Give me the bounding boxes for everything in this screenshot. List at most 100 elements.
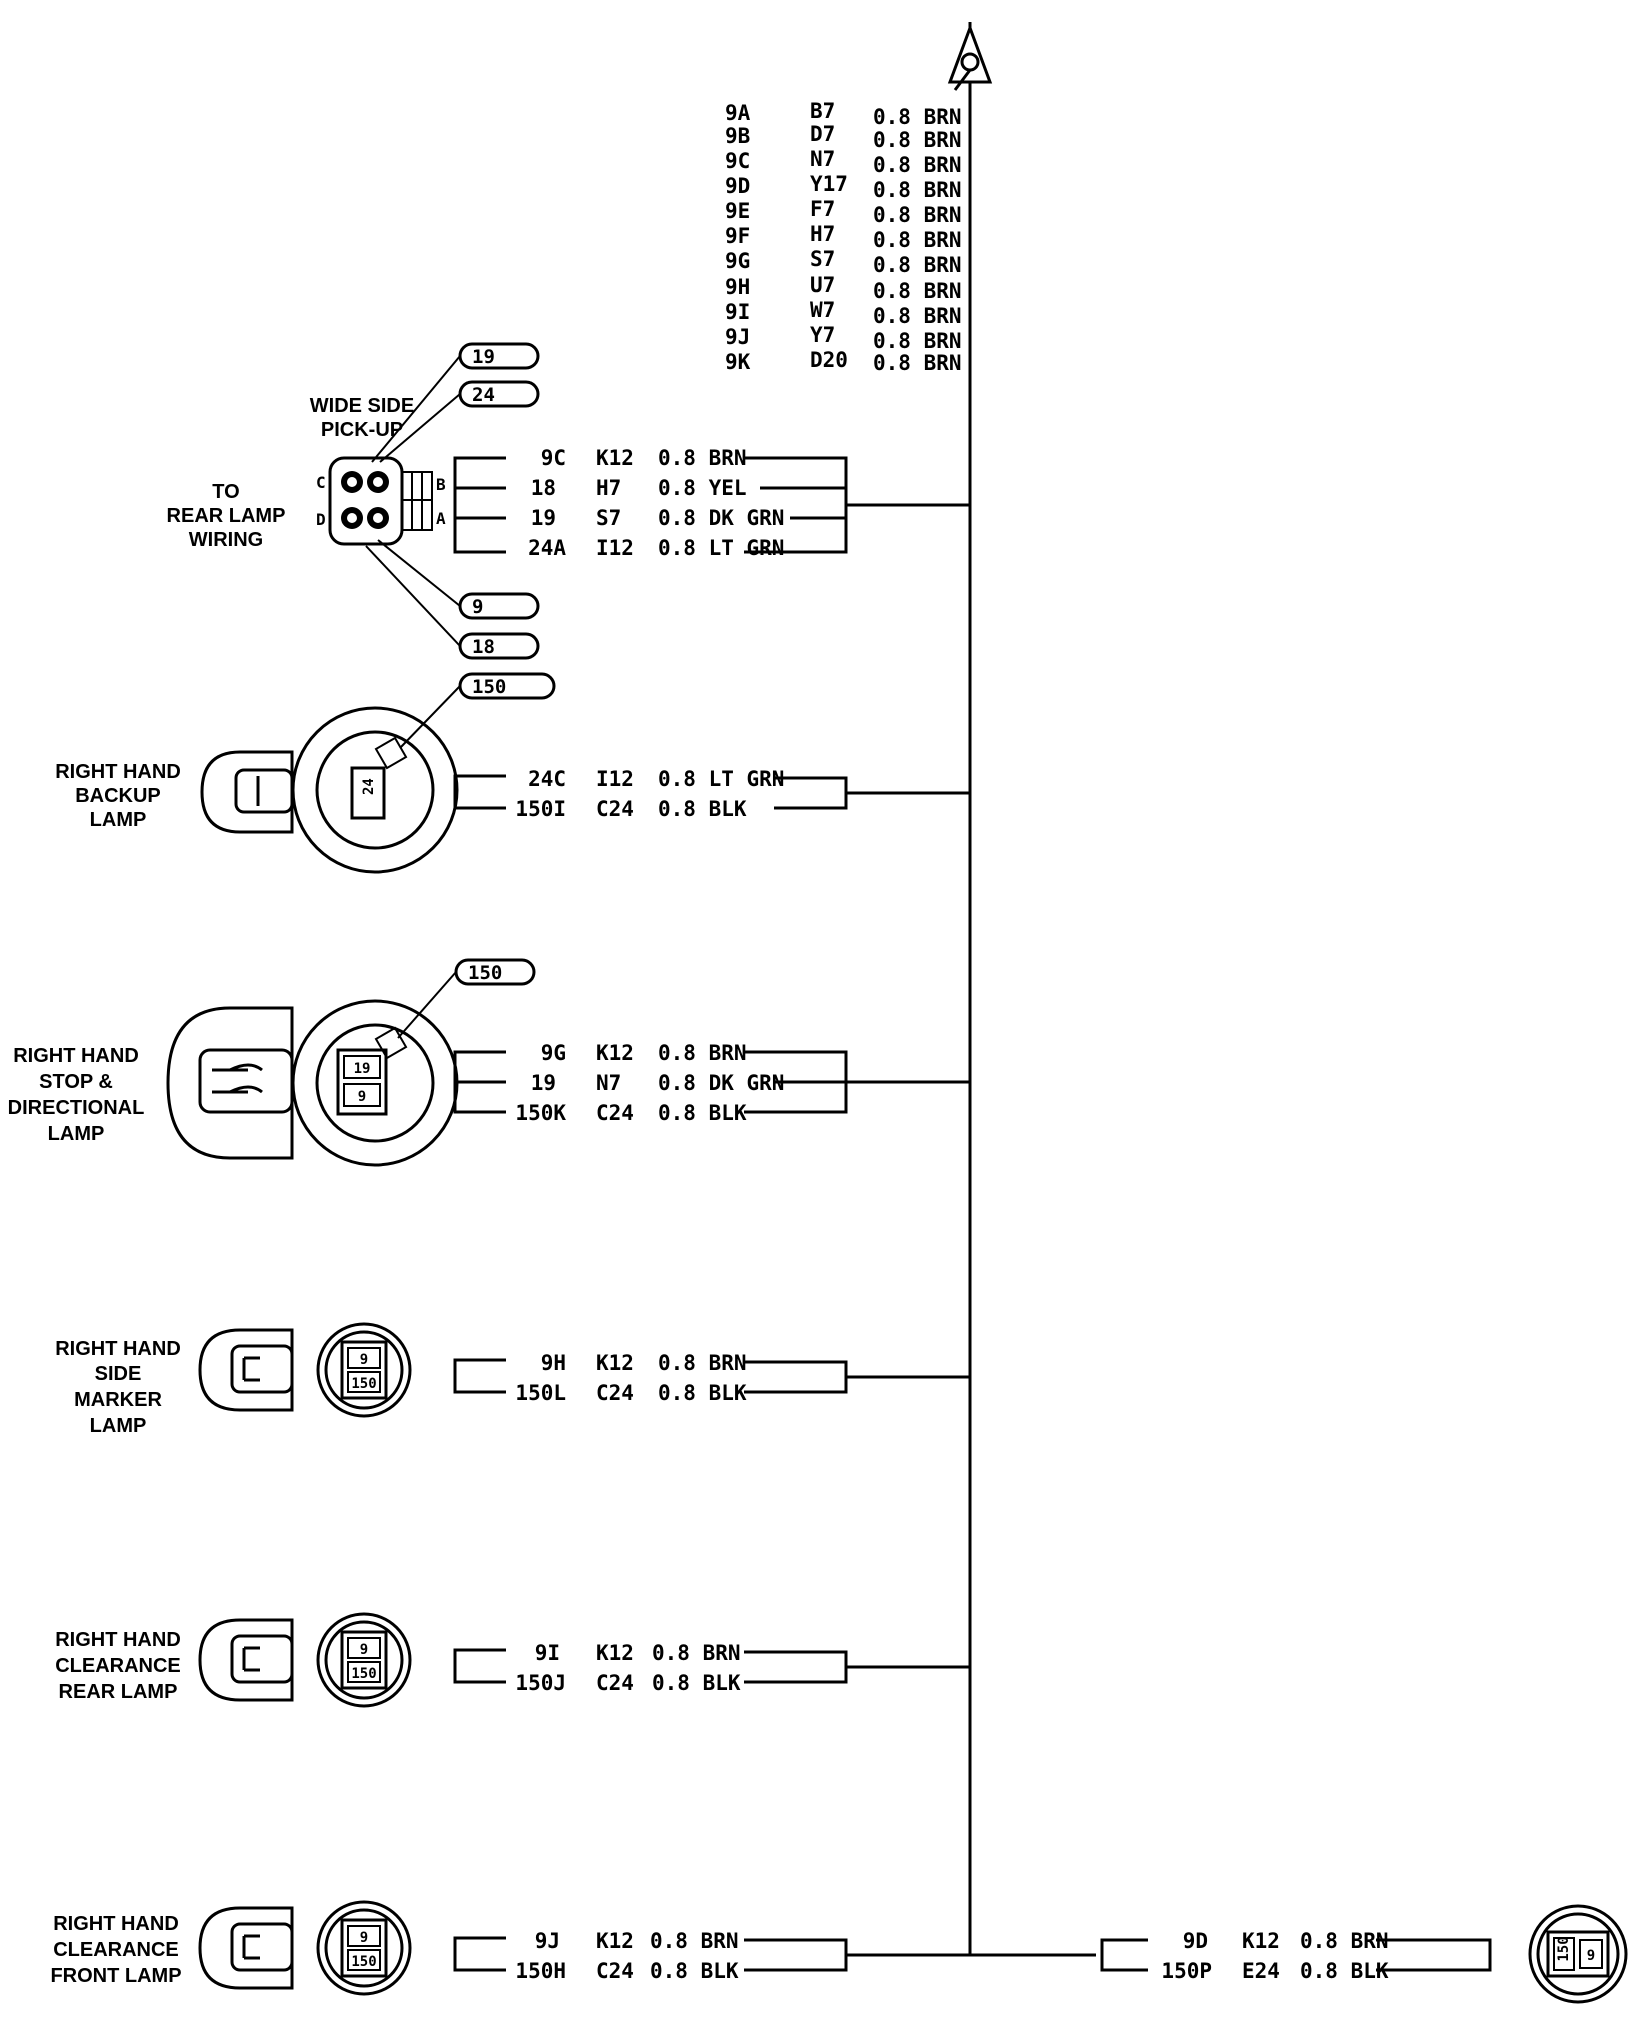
splice-cavity: U7 [810,273,835,297]
circuit-tag-label: 19 [472,346,495,368]
circuit-tag-label: 9 [472,596,483,618]
rear-lamp-connector: C D B A [316,456,446,546]
pin-label: 150 [1556,1936,1572,1961]
backup-plug-icon [200,750,294,834]
wire-spec: 0.8 BRN [658,1041,747,1065]
stop-lamp-title: DIRECTIONAL [8,1097,145,1119]
clearance-rear-title: REAR LAMP [59,1681,178,1703]
wire-cavity: I12 [596,536,634,560]
wire-spec: 0.8 BLK [652,1671,741,1695]
splice-wire: 0.8 BRN [873,351,962,375]
clearance-front-title: RIGHT HAND [53,1913,179,1935]
pin-label: 150 [351,1954,376,1970]
wire-circuit: 24C [528,767,566,791]
circuit-tag-label: 24 [472,384,495,406]
wire-cavity: K12 [596,1041,634,1065]
circuit-tag-label: 150 [468,962,502,984]
clearance-front-title: FRONT LAMP [50,1965,181,1987]
circuit-tag: 150 [454,958,536,986]
stop-socket-icon: 19 9 [291,999,459,1167]
backup-lamp-title: BACKUP [75,785,161,807]
wire-cavity: K12 [1242,1929,1280,1953]
wire-spec: 0.8 BLK [658,797,747,821]
splice-circuit: 9H [725,275,750,299]
pin-label: 9 [360,1352,368,1368]
splice-wire: 0.8 BRN [873,228,962,252]
wire-spec: 0.8 BRN [1300,1929,1389,1953]
wire-circuit: 150L [515,1381,566,1405]
rear-lamp-subtitle: PICK-UP [321,419,403,441]
backup-socket-icon: 24 [291,706,459,874]
side-marker-title: RIGHT HAND [55,1338,181,1360]
wire-circuit: 9G [541,1041,566,1065]
circuit-tag-label: 18 [472,636,495,658]
wire-circuit: 9D [1183,1929,1208,1953]
pin-label: 9 [360,1642,368,1658]
clearance-rear-socket-icon: 9 150 [316,1612,412,1708]
wire-circuit: 9J [535,1929,560,1953]
splice-circuit: 9E [725,199,750,223]
stop-plug-icon [166,1006,294,1160]
splice-cavity: B7 [810,99,835,123]
clearance-front-title: CLEARANCE [53,1939,179,1961]
splice-cavity: Y17 [810,172,848,196]
splice-circuit: 9C [725,149,750,173]
pin-label: A [436,509,446,528]
splice-wire: 0.8 BRN [873,153,962,177]
wire-cavity: C24 [596,797,634,821]
side-marker-title: LAMP [90,1415,147,1437]
backup-lamp-title: RIGHT HAND [55,761,181,783]
splice-circuit: 9I [725,300,750,324]
side-marker-title: SIDE [95,1363,142,1385]
wire-cavity: K12 [596,1351,634,1375]
wire-circuit: 150K [515,1101,566,1125]
wire-cavity: H7 [596,476,621,500]
wire-spec: 0.8 LT GRN [658,536,784,560]
rear-lamp-subtitle: WIDE SIDE [310,395,414,417]
splice-cavity: F7 [810,197,835,221]
circuit-tag: 19 [458,342,540,370]
backup-lamp-section: RIGHT HAND BACKUP LAMP 24 150 24C I12 0.… [55,672,970,874]
wire-cavity: C24 [596,1381,634,1405]
splice-wire: 0.8 BRN [873,253,962,277]
wire-circuit: 150I [515,797,566,821]
clearance-rear-plug-icon [198,1618,294,1702]
splice-dot-icon [960,52,980,72]
pin-label: 19 [354,1061,371,1077]
splice-cavity: Y7 [810,323,835,347]
wire-cavity: K12 [596,446,634,470]
wire-spec: 0.8 BRN [652,1641,741,1665]
splice-wire: 0.8 BRN [873,105,962,129]
wire-circuit: 19 [531,506,556,530]
splice-wire: 0.8 BRN [873,329,962,353]
stop-lamp-section: RIGHT HAND STOP & DIRECTIONAL LAMP 19 9 … [8,958,970,1167]
pin-label: 9 [360,1930,368,1946]
side-marker-section: RIGHT HAND SIDE MARKER LAMP 9 150 9H K12… [55,1322,970,1437]
right-connector-socket-icon: 150 9 [1528,1904,1628,2004]
pin-label: 24 [361,778,377,795]
wire-cavity: C24 [596,1101,634,1125]
splice-cavity: S7 [810,247,835,271]
stop-lamp-title: LAMP [48,1123,105,1145]
wire-spec: 0.8 LT GRN [658,767,784,791]
wire-spec: 0.8 BLK [1300,1959,1389,1983]
wire-cavity: I12 [596,767,634,791]
rear-lamp-section: TO REAR LAMP WIRING WIDE SIDE PICK-UP C … [167,342,970,660]
splice-wire: 0.8 BRN [873,128,962,152]
wire-circuit: 150P [1161,1959,1212,1983]
circuit-tag-label: 150 [472,676,506,698]
pin-label: C [316,473,326,492]
wire-spec: 0.8 BLK [658,1101,747,1125]
splice-wire: 0.8 BRN [873,304,962,328]
rear-lamp-title: REAR LAMP [167,505,286,527]
splice-cavity: N7 [810,147,835,171]
wire-circuit: 9C [541,446,566,470]
stop-lamp-title: RIGHT HAND [13,1045,139,1067]
splice-circuit: 9G [725,249,750,273]
splice-circuit: 9D [725,174,750,198]
wire-cavity: K12 [596,1641,634,1665]
wire-cavity: S7 [596,506,621,530]
wire-spec: 0.8 BLK [658,1381,747,1405]
pin-label: 9 [358,1089,366,1105]
